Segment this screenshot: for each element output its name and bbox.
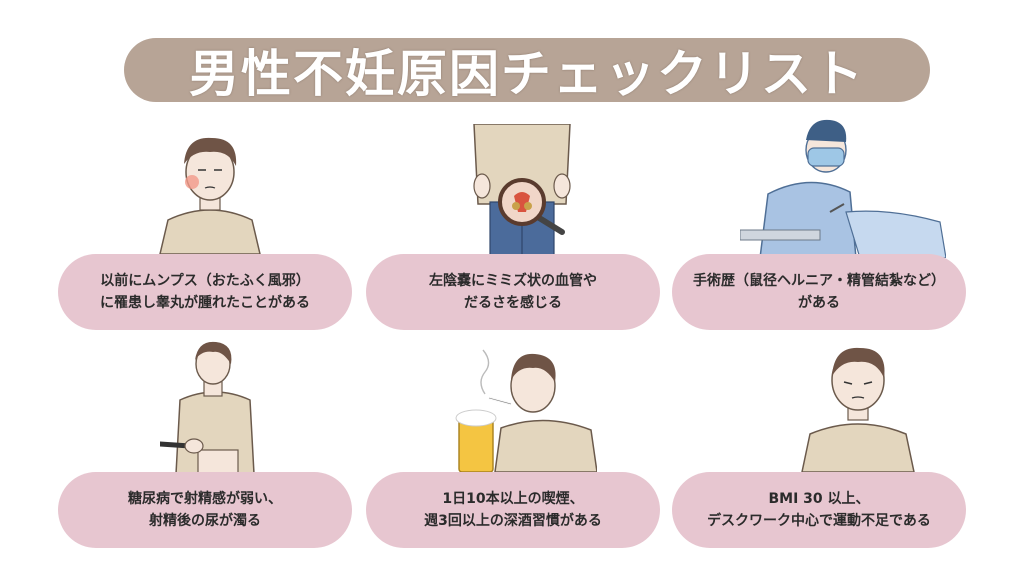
check-item-text-line: 射精後の尿が濁る (149, 513, 261, 529)
check-item-text-line: デスクワーク中心で運動不足である (707, 513, 931, 529)
page-title: 男性不妊原因チェックリスト (189, 45, 865, 103)
check-item-surgery: 手術歴（鼠径ヘルニア・精管結紮など） がある (672, 254, 966, 330)
check-item-text-line: に罹患し睾丸が腫れたことがある (100, 295, 310, 311)
title-banner: 男性不妊原因チェックリスト (124, 38, 930, 103)
man-smoking-beer-icon (455, 349, 597, 472)
check-item-text-line: BMI 30 以上、 (768, 491, 870, 507)
check-item-obesity: BMI 30 以上、 デスクワーク中心で運動不足である (672, 472, 966, 548)
surgeon-operation-icon (740, 119, 946, 258)
check-item-text-line: だるさを感じる (464, 295, 562, 311)
check-item-varicocele: 左陰嚢にミミズ状の血管や だるさを感じる (366, 254, 660, 330)
check-item-text-line: 糖尿病で射精感が弱い、 (128, 491, 282, 507)
check-item-text-line: 左陰嚢にミミズ状の血管や (429, 273, 597, 289)
man-swollen-cheek-icon (159, 137, 261, 254)
man-tired-icon (801, 347, 915, 472)
magnifier-groin-icon (473, 124, 571, 256)
check-item-text-line: 手術歴（鼠径ヘルニア・精管結紮など） (693, 273, 945, 289)
check-item-mumps: 以前にムンプス（おたふく風邪） に罹患し睾丸が腫れたことがある (58, 254, 352, 330)
check-item-text-line: 以前にムンプス（おたふく風邪） (100, 273, 310, 289)
check-item-text-line: 1日10本以上の喫煙、 (442, 491, 584, 507)
check-item-diabetes: 糖尿病で射精感が弱い、 射精後の尿が濁る (58, 472, 352, 548)
check-item-text-line: がある (798, 295, 840, 311)
check-item-text-line: 週3回以上の深酒習慣がある (424, 513, 602, 529)
check-item-smoking-drinking: 1日10本以上の喫煙、 週3回以上の深酒習慣がある (366, 472, 660, 548)
man-insulin-pen-icon (160, 341, 255, 474)
